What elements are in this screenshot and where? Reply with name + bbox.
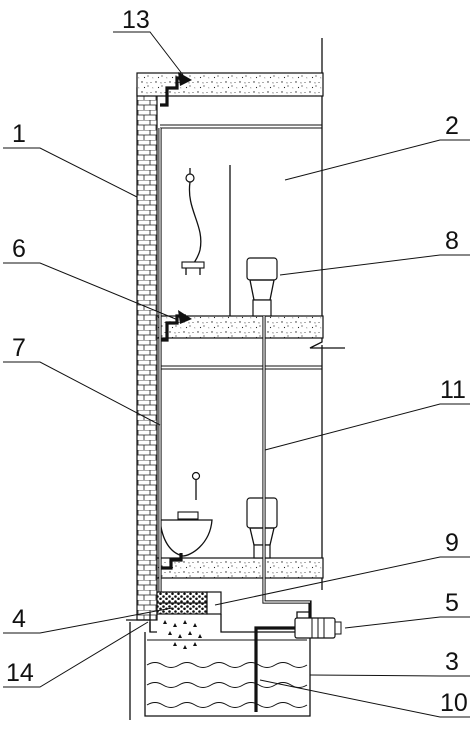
label-6: 6 [12, 235, 26, 263]
label-9: 9 [445, 529, 459, 557]
label-14: 14 [6, 659, 34, 687]
label-8: 8 [445, 227, 459, 255]
toilet-drain-pipe [262, 316, 312, 628]
label-4: 4 [12, 605, 26, 633]
label-3: 3 [445, 648, 459, 676]
water-drops [163, 620, 202, 649]
label-11: 11 [440, 376, 466, 404]
storage-tank [126, 611, 311, 720]
vent-arrow-6 [178, 310, 192, 324]
washbasin [159, 471, 213, 557]
upper-toilet [246, 257, 278, 317]
part-labels: 13 1 2 8 6 7 11 9 5 4 3 14 10 [6, 6, 468, 717]
shower-fixture [181, 165, 231, 316]
leader-lines [3, 31, 470, 718]
label-2: 2 [445, 112, 459, 140]
filter-box [156, 591, 222, 615]
ground-floor-slab [156, 557, 324, 579]
label-7: 7 [12, 334, 26, 362]
gray-water-pipe [158, 76, 186, 592]
label-13: 13 [122, 6, 150, 34]
label-1: 1 [12, 120, 26, 148]
label-5: 5 [445, 589, 459, 617]
suction-pipe [254, 626, 295, 712]
brick-wall [136, 87, 158, 621]
roof-slab [136, 72, 324, 97]
lower-ceiling-rail [160, 365, 322, 370]
pump [294, 617, 342, 639]
vent-arrow-13 [178, 72, 192, 86]
middle-floor-slab [156, 315, 345, 349]
upper-ceiling-rail [160, 124, 322, 129]
label-10: 10 [440, 689, 468, 717]
lower-toilet [246, 497, 278, 559]
water-waves [146, 662, 308, 708]
